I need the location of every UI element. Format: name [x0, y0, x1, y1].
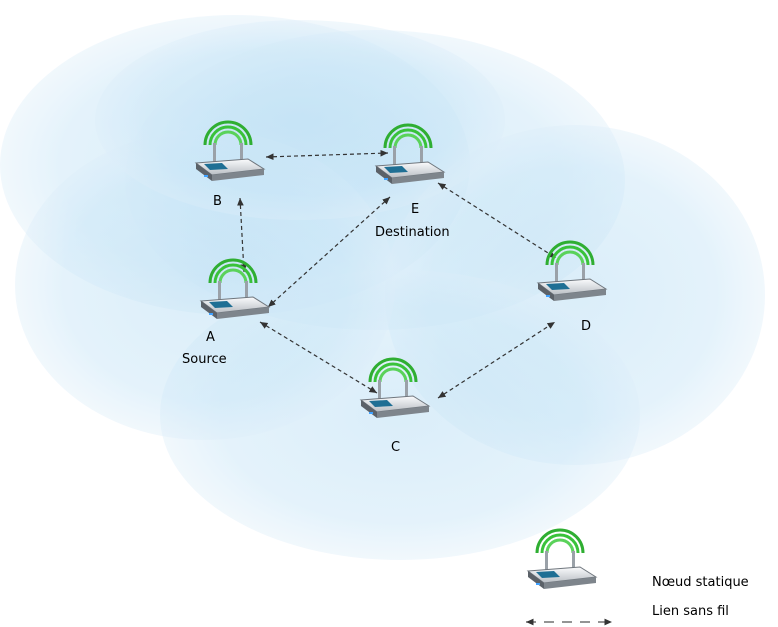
legend-node-label: Nœud statique [652, 575, 749, 590]
node-role-e: Destination [375, 225, 450, 240]
node-label-b: B [213, 194, 222, 209]
wireless-link-c-d [437, 321, 556, 399]
node-label-a: A [206, 330, 215, 345]
wireless-link-e-a [267, 196, 391, 308]
legend-link-label: Lien sans fil [652, 604, 729, 619]
wireless-link-b-e [265, 149, 389, 161]
wireless-link-b-a [237, 197, 247, 273]
wireless-link-e-d [437, 182, 557, 259]
node-label-e: E [411, 202, 420, 217]
wireless-link-a-c [259, 321, 378, 394]
node-role-a: Source [182, 352, 227, 367]
legend-graphics [526, 528, 612, 626]
legend-node-icon [526, 528, 598, 591]
node-label-c: C [391, 440, 401, 455]
coverage-area [95, 20, 505, 220]
wireless-links [237, 149, 557, 399]
node-label-d: D [581, 319, 592, 334]
coverage-areas [0, 15, 765, 560]
